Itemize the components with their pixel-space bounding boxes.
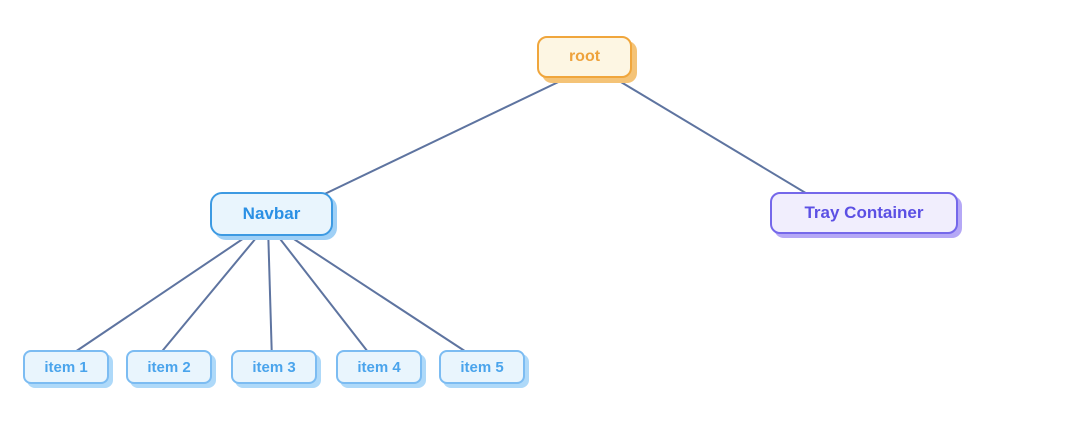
node-item-5-label: item 5: [460, 358, 504, 376]
node-item-2[interactable]: item 2: [126, 350, 212, 384]
node-item-1-label: item 1: [44, 358, 88, 376]
node-item-4-label: item 4: [357, 358, 401, 376]
node-root-label: root: [568, 48, 601, 65]
node-tray-container-label: Tray Container: [804, 203, 924, 222]
edge-navbar-item-3: [267, 225, 273, 362]
edge-root-tray-container: [585, 60, 840, 214]
node-item-3[interactable]: item 3: [231, 350, 317, 384]
node-tray-container[interactable]: Tray Container: [770, 192, 958, 234]
edge-navbar-item-4: [269, 225, 376, 362]
node-item-4[interactable]: item 4: [336, 350, 422, 384]
node-item-2-label: item 2: [147, 358, 191, 376]
node-navbar-label: Navbar: [242, 204, 301, 223]
node-item-1[interactable]: item 1: [23, 350, 109, 384]
node-item-5[interactable]: item 5: [439, 350, 525, 384]
node-root[interactable]: root: [537, 36, 632, 78]
node-item-3-label: item 3: [252, 358, 296, 376]
edge-navbar-item-5: [273, 225, 481, 362]
node-navbar[interactable]: Navbar: [210, 192, 333, 236]
edge-navbar-item-1: [68, 225, 263, 357]
edge-navbar-item-2: [153, 225, 267, 362]
edge-root-navbar: [309, 62, 599, 202]
